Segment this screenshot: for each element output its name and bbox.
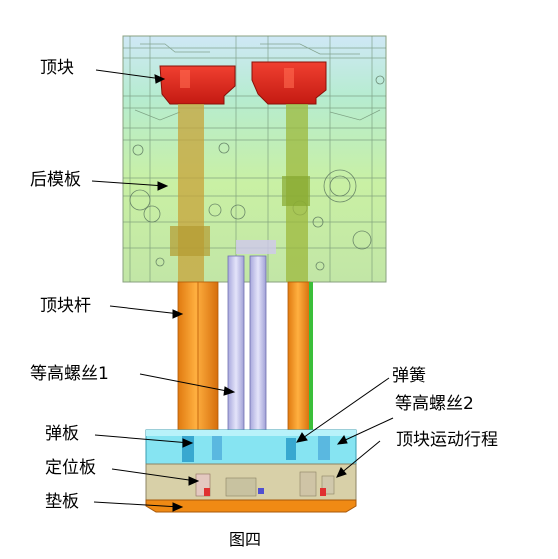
top-block xyxy=(159,61,327,105)
spring-plate xyxy=(145,429,357,465)
label-spring: 弹簧 xyxy=(392,366,426,386)
label-stripper-bolt-1: 等高螺丝1 xyxy=(30,364,109,384)
figure-caption: 图四 xyxy=(229,530,262,549)
label-base-plate: 垫板 xyxy=(45,492,79,512)
base-plate xyxy=(145,499,357,513)
label-locating-plate: 定位板 xyxy=(45,458,96,478)
stripper-bolt xyxy=(227,255,267,431)
label-stripper-bolt-2: 等高螺丝2 xyxy=(395,394,474,414)
label-top-block-rod: 顶块杆 xyxy=(40,296,91,316)
top-block-rod xyxy=(177,281,313,443)
leader-lines xyxy=(91,69,394,512)
locating-plate xyxy=(145,463,357,501)
label-top-block-stroke: 顶块运动行程 xyxy=(396,430,498,450)
top-block-rod-upper xyxy=(170,104,310,282)
label-spring-plate: 弹板 xyxy=(45,424,79,444)
label-rear-plate: 后模板 xyxy=(30,170,81,190)
label-top-block: 顶块 xyxy=(40,58,74,78)
